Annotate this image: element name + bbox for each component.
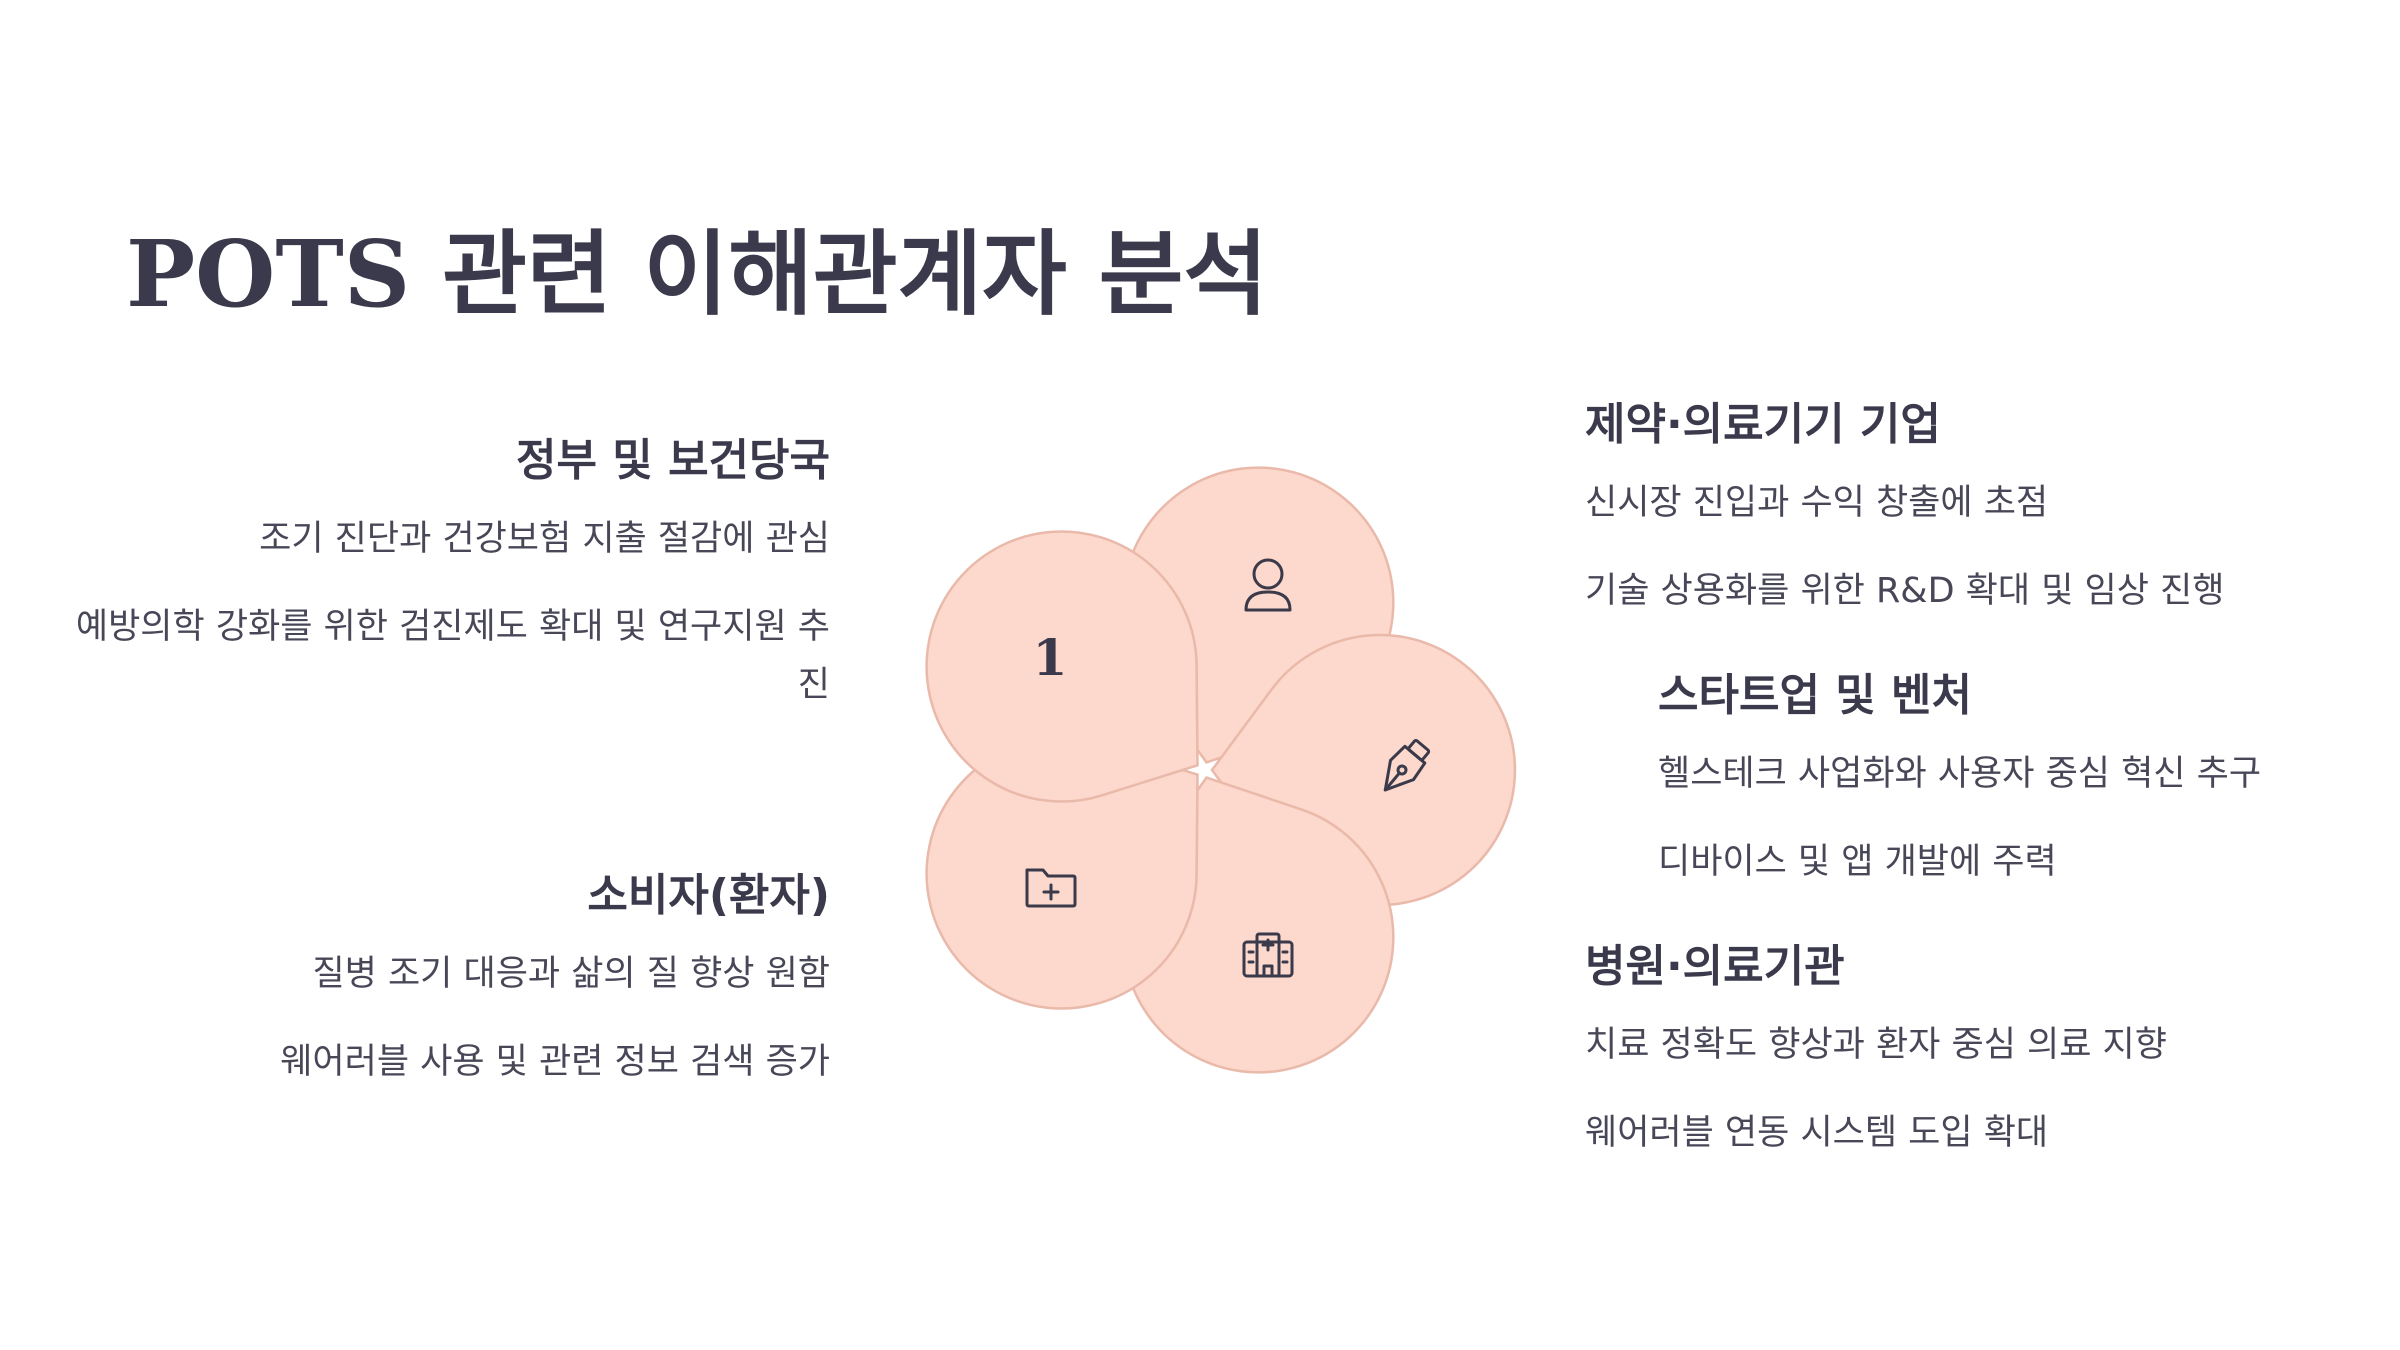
startup-line-2: 디바이스 및 앱 개발에 주력 bbox=[1658, 842, 2057, 882]
government-line-1: 조기 진단과 건강보험 지출 절감에 관심 bbox=[259, 519, 830, 559]
government-heading: 정부 및 보건당국 bbox=[516, 435, 830, 486]
page-title: POTS 관련 이해관계자 분석 bbox=[126, 220, 1269, 328]
stakeholder-consumer: 소비자(환자) 질병 조기 대응과 삶의 질 향상 원함 웨어러블 사용 및 관… bbox=[70, 859, 830, 1121]
petal-number-label: 1 bbox=[1033, 628, 1068, 687]
stakeholder-startup: 스타트업 및 벤처 헬스테크 사업화와 사용자 중심 혁신 추구 디바이스 및 … bbox=[1658, 659, 2378, 921]
consumer-line-2: 웨어러블 사용 및 관련 정보 검색 증가 bbox=[280, 1042, 830, 1082]
startup-heading: 스타트업 및 벤처 bbox=[1658, 670, 1972, 721]
startup-line-1: 헬스테크 사업화와 사용자 중심 혁신 추구 bbox=[1658, 754, 2262, 794]
petal-left-top bbox=[925, 530, 1199, 803]
pharma-heading: 제약·의료기기 기업 bbox=[1585, 399, 1941, 450]
pharma-line-1: 신시장 진입과 수익 창출에 초점 bbox=[1585, 483, 2049, 523]
consumer-line-1: 질병 조기 대응과 삶의 질 향상 원함 bbox=[312, 954, 830, 994]
hospital-heading: 병원·의료기관 bbox=[1585, 941, 1845, 992]
pharma-line-2: 기술 상용화를 위한 R&D 확대 및 임상 진행 bbox=[1585, 571, 2225, 611]
hospital-line-1: 치료 정확도 향상과 환자 중심 의료 지향 bbox=[1585, 1025, 2167, 1065]
government-line-2: 예방의학 강화를 위한 검진제도 확대 및 연구지원 추진 bbox=[75, 607, 830, 705]
consumer-heading: 소비자(환자) bbox=[587, 870, 830, 921]
stakeholder-pharma: 제약·의료기기 기업 신시장 진입과 수익 창출에 초점 기술 상용화를 위한 … bbox=[1585, 388, 2345, 650]
pen-nib-icon bbox=[1383, 739, 1431, 792]
stakeholder-hospital: 병원·의료기관 치료 정확도 향상과 환자 중심 의료 지향 웨어러블 연동 시… bbox=[1585, 930, 2345, 1192]
hospital-line-2: 웨어러블 연동 시스템 도입 확대 bbox=[1585, 1113, 2049, 1153]
petals-group bbox=[925, 466, 1517, 1074]
user-icon bbox=[1244, 558, 1292, 612]
folder-plus-icon bbox=[1025, 868, 1077, 908]
stakeholder-government: 정부 및 보건당국 조기 진단과 건강보험 지출 절감에 관심 예방의학 강화를… bbox=[70, 424, 830, 744]
hospital-icon bbox=[1242, 932, 1294, 978]
